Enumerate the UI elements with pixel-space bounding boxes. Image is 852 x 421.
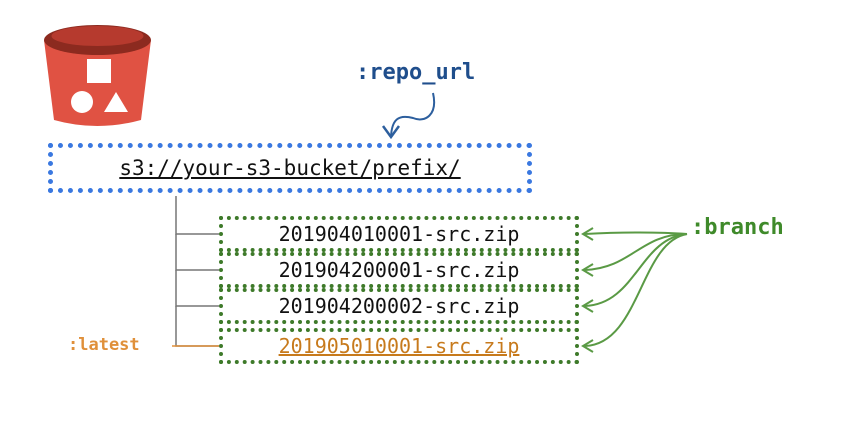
file-box: 201904200001-src.zip xyxy=(219,252,579,288)
file-box: 201904200002-src.zip xyxy=(219,288,579,324)
triangle-shape-icon xyxy=(104,92,128,112)
s3-path-text: s3://your-s3-bucket/prefix/ xyxy=(119,156,461,180)
s3-path-box: s3://your-s3-bucket/prefix/ xyxy=(48,143,532,193)
file-name: 201904200002-src.zip xyxy=(278,294,520,318)
file-box: 201904010001-src.zip xyxy=(219,216,579,252)
file-name: 201904010001-src.zip xyxy=(278,222,520,246)
latest-label: :latest xyxy=(68,335,140,355)
repo-url-arrow xyxy=(381,92,436,140)
repo-url-label: :repo_url xyxy=(356,60,476,85)
file-name: 201904200001-src.zip xyxy=(278,258,520,282)
s3-bucket-icon xyxy=(44,25,151,126)
tree-connectors xyxy=(175,196,219,347)
circle-shape-icon xyxy=(71,91,93,113)
branch-arrows xyxy=(581,227,688,353)
branch-label: :branch xyxy=(691,215,784,240)
file-box-latest: 201905010001-src.zip xyxy=(219,328,579,364)
square-shape-icon xyxy=(87,59,111,83)
latest-file-name: 201905010001-src.zip xyxy=(278,334,520,358)
